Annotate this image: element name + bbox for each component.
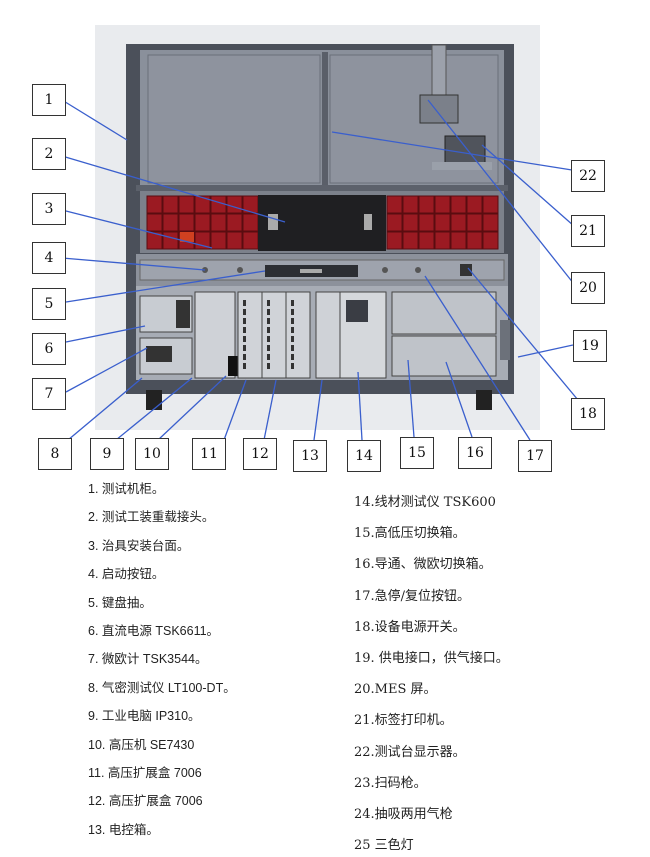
- leader-line: [61, 99, 128, 141]
- legend-item: 14.线材测试仪 TSK600: [354, 495, 496, 510]
- leader-line: [263, 379, 277, 441]
- leader-line: [445, 361, 473, 438]
- callout-4: 4: [32, 242, 66, 274]
- leader-lines: [61, 99, 579, 441]
- callout-8: 8: [38, 438, 72, 470]
- legend-item: 19. 供电接口，供气接口。: [354, 650, 509, 666]
- legend-right: 14.线材测试仪 TSK600 15.高低压切换箱。 16.导通、微欧切换箱。 17.…: [354, 493, 509, 857]
- legend-item: 10. 高压机 SE7430: [88, 737, 195, 752]
- red-grid-right: [386, 195, 499, 250]
- callout-14: 14: [347, 440, 381, 472]
- callout-7: 7: [32, 378, 66, 410]
- wheel: [146, 390, 162, 410]
- legend-left: 1. 测试机柜。 2. 测试工装重载接头。 3. 治具安装台面。 4. 启动按钮。 5.…: [88, 479, 236, 848]
- legend-item: 17.急停/复位按钮。: [354, 588, 471, 604]
- callout-15: 15: [400, 437, 434, 469]
- power-switch: [460, 264, 472, 276]
- legend-item: 7. 微欧计 TSK3544。: [88, 652, 208, 667]
- leader-line: [357, 371, 363, 441]
- legend-item: 20.MES 屏。: [354, 682, 437, 698]
- control-box: [315, 291, 341, 379]
- callout-18: 18: [571, 398, 605, 430]
- leader-line: [517, 344, 574, 358]
- callout-2: 2: [32, 138, 66, 170]
- legend-item: 25 三色灯: [354, 838, 414, 854]
- callout-20: 20: [571, 272, 605, 304]
- hv-extension-box: [285, 291, 311, 379]
- legend-item: 5. 键盘抽。: [88, 595, 152, 610]
- wheel: [476, 390, 492, 410]
- leader-line: [331, 131, 573, 171]
- callout-9: 9: [90, 438, 124, 470]
- leader-line: [427, 99, 575, 285]
- callout-19: 19: [573, 330, 607, 362]
- callout-5: 5: [32, 288, 66, 320]
- leader-line: [65, 270, 266, 303]
- hv-switch-box: [391, 291, 497, 335]
- legend-item: 9. 工业电脑 IP310。: [88, 709, 201, 724]
- legend-item: 4. 启动按钮。: [88, 567, 165, 582]
- red-grid-left: [146, 195, 259, 250]
- callout-12: 12: [243, 438, 277, 470]
- legend-item: 3. 治具安装台面。: [88, 538, 190, 553]
- callout-22: 22: [571, 160, 605, 192]
- legend-item: 22.测试台显示器。: [354, 744, 466, 760]
- leader-line: [157, 375, 227, 441]
- back-panel-left: [147, 54, 321, 184]
- callout-13: 13: [293, 440, 327, 472]
- continuity-switch-box: [391, 335, 497, 377]
- leader-line: [65, 325, 146, 343]
- legend-item: 12. 高压扩展盒 7006: [88, 794, 203, 809]
- leader-line: [61, 209, 213, 249]
- legend-item: 21.标签打印机。: [354, 713, 453, 729]
- leader-line: [115, 377, 193, 441]
- callout-6: 6: [32, 333, 66, 365]
- hv-extension-box: [237, 291, 263, 379]
- cabinet-diagram: [61, 25, 579, 441]
- callout-3: 3: [32, 193, 66, 225]
- legend-item: 24.抽吸两用气枪: [354, 806, 453, 822]
- legend-item: 16.导通、微欧切换箱。: [354, 557, 492, 573]
- legend-item: 15.高低压切换箱。: [354, 526, 466, 542]
- leader-line: [67, 377, 143, 441]
- callout-1: 1: [32, 84, 66, 116]
- callout-10: 10: [135, 438, 169, 470]
- leader-line: [467, 267, 579, 401]
- legend-item: 23.扫码枪。: [354, 775, 427, 791]
- callout-21: 21: [571, 215, 605, 247]
- hv-extension-box: [261, 291, 287, 379]
- leader-line: [61, 155, 286, 223]
- leader-line: [313, 379, 323, 441]
- leader-line: [407, 359, 415, 438]
- leader-line: [223, 379, 247, 441]
- legend-item: 13. 电控箱。: [88, 822, 159, 837]
- callout-16: 16: [458, 437, 492, 469]
- leader-line: [61, 257, 206, 271]
- legend-item: 8. 气密测试仪 LT100-DT。: [88, 680, 236, 695]
- leader-line: [424, 275, 531, 441]
- callout-11: 11: [192, 438, 226, 470]
- callout-17: 17: [518, 440, 552, 472]
- legend-item: 2. 测试工装重载接头。: [88, 510, 215, 525]
- mes-screen: [419, 94, 459, 124]
- leader-line: [65, 347, 148, 393]
- legend-item: 11. 高压扩展盒 7006: [88, 765, 202, 780]
- legend-item: 6. 直流电源 TSK6611。: [88, 623, 220, 638]
- legend-item: 18.设备电源开关。: [354, 619, 466, 635]
- legend-item: 1. 测试机柜。: [88, 482, 165, 496]
